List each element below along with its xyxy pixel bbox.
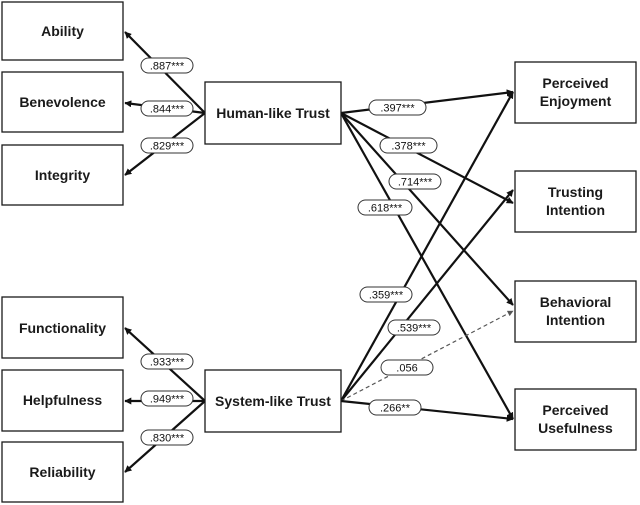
indicator-benevolence-label: Benevolence bbox=[19, 94, 106, 110]
outcome-behavioral-intention-line1: Behavioral bbox=[540, 294, 612, 310]
path-human-usefulness-value: .618*** bbox=[368, 203, 403, 215]
loading-functionality: .933*** bbox=[140, 353, 194, 370]
loading-reliability-value: .830*** bbox=[150, 433, 185, 445]
path-human-enjoyment-value: .397*** bbox=[380, 103, 415, 115]
latent-human-like-trust: Human-like Trust bbox=[204, 81, 342, 145]
path-human-trusting-value: .378*** bbox=[391, 141, 426, 153]
loading-integrity-value: .829*** bbox=[150, 141, 185, 153]
path-system-trusting: .539*** bbox=[387, 319, 441, 336]
loading-benevolence-value: .844*** bbox=[150, 104, 185, 116]
outcome-behavioral-intention: Behavioral Intention bbox=[514, 280, 637, 343]
indicator-ability: Ability bbox=[1, 1, 124, 61]
arrow-system-behavioral bbox=[340, 310, 514, 402]
arrow-system-enjoyment bbox=[340, 91, 514, 402]
latent-system-like-trust: System-like Trust bbox=[204, 369, 342, 433]
path-human-behavioral-value: .714*** bbox=[398, 177, 433, 189]
loading-helpfulness: .949*** bbox=[140, 390, 194, 407]
outcome-trusting-intention-line2: Intention bbox=[546, 202, 605, 218]
loading-benevolence: .844*** bbox=[140, 100, 194, 117]
arrow-human-enjoyment bbox=[340, 89, 514, 115]
outcome-perceived-usefulness-line1: Perceived bbox=[542, 402, 608, 418]
outcome-behavioral-intention-line2: Intention bbox=[546, 312, 605, 328]
latent-human-like-trust-label: Human-like Trust bbox=[216, 105, 330, 121]
indicator-reliability-label: Reliability bbox=[29, 464, 95, 480]
arrow-human-trusting bbox=[340, 112, 514, 204]
indicator-integrity-label: Integrity bbox=[35, 167, 90, 183]
loading-ability-value: .887*** bbox=[150, 61, 185, 73]
path-system-usefulness: .266** bbox=[368, 399, 422, 416]
outcome-trusting-intention-line1: Trusting bbox=[548, 184, 603, 200]
outcome-trusting-intention: Trusting Intention bbox=[514, 170, 637, 233]
indicator-ability-label: Ability bbox=[41, 23, 84, 39]
indicator-functionality-label: Functionality bbox=[19, 320, 106, 336]
loading-ability: .887*** bbox=[140, 57, 194, 74]
indicator-benevolence: Benevolence bbox=[1, 71, 124, 133]
path-system-trusting-value: .539*** bbox=[397, 323, 432, 335]
latent-system-like-trust-label: System-like Trust bbox=[215, 393, 331, 409]
path-system-enjoyment: .359*** bbox=[359, 286, 413, 303]
loading-integrity: .829*** bbox=[140, 137, 194, 154]
outcome-perceived-enjoyment-line2: Enjoyment bbox=[540, 93, 612, 109]
arrow-system-trusting bbox=[340, 189, 514, 402]
indicator-reliability: Reliability bbox=[1, 441, 124, 503]
arrow-human-behavioral bbox=[340, 112, 514, 306]
outcome-perceived-enjoyment: Perceived Enjoyment bbox=[514, 61, 637, 124]
path-system-behavioral-value: .056 bbox=[396, 363, 417, 375]
path-system-behavioral: .056 bbox=[380, 359, 434, 376]
loading-reliability: .830*** bbox=[140, 429, 194, 446]
path-system-enjoyment-value: .359*** bbox=[369, 290, 404, 302]
path-human-usefulness: .618*** bbox=[357, 199, 413, 216]
outcome-perceived-enjoyment-line1: Perceived bbox=[542, 75, 608, 91]
path-human-behavioral: .714*** bbox=[388, 173, 442, 190]
loading-helpfulness-value: .949*** bbox=[150, 394, 185, 406]
arrow-human-usefulness bbox=[340, 112, 514, 420]
indicator-integrity: Integrity bbox=[1, 144, 124, 206]
indicator-functionality: Functionality bbox=[1, 296, 124, 359]
arrow-system-usefulness bbox=[340, 399, 514, 422]
indicator-helpfulness: Helpfulness bbox=[1, 369, 124, 432]
outcome-perceived-usefulness: Perceived Usefulness bbox=[514, 388, 637, 451]
outcome-perceived-usefulness-line2: Usefulness bbox=[538, 420, 613, 436]
loading-functionality-value: .933*** bbox=[150, 357, 185, 369]
path-system-usefulness-value: .266** bbox=[380, 403, 411, 415]
indicator-helpfulness-label: Helpfulness bbox=[23, 392, 103, 408]
path-human-trusting: .378*** bbox=[379, 137, 438, 154]
path-human-enjoyment: .397*** bbox=[368, 99, 427, 116]
